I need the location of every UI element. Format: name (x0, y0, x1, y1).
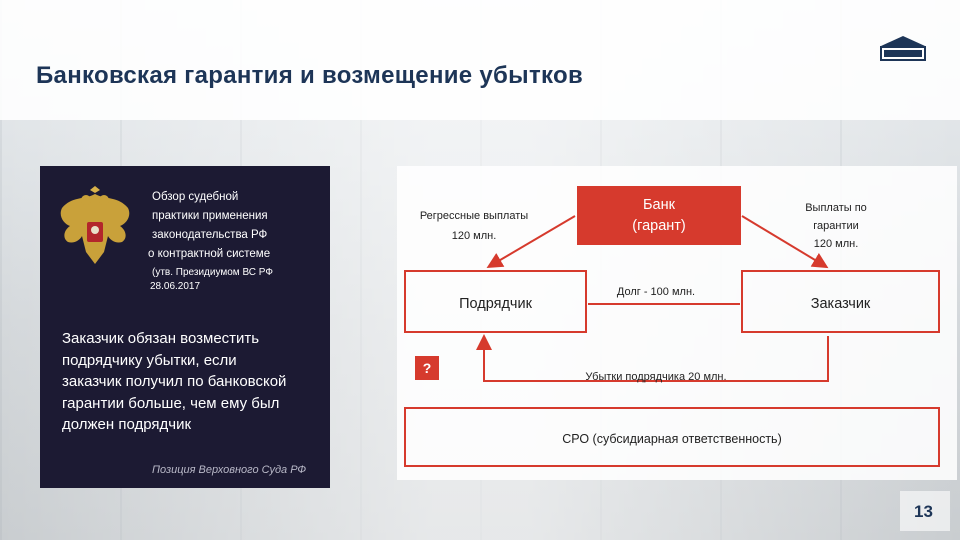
losses-arrow (476, 334, 829, 382)
contractor-label: Подрядчик (459, 296, 532, 312)
obligation-line: заказчик получил по банковской (62, 373, 287, 390)
page-number-bg (900, 491, 950, 531)
approval-line: (утв. Президиумом ВС РФ (152, 267, 273, 278)
payout-arrow (741, 215, 829, 269)
payouts-line: Выплаты по (805, 202, 867, 214)
regress-line: Регрессные выплаты (419, 210, 529, 222)
page-number: 13 (914, 502, 933, 521)
slide-title: Банковская гарантия и возмещение убытков (36, 62, 584, 89)
customer-obligation-text: Заказчик обязан возместить подрядчику уб… (62, 328, 286, 436)
regress-arrow (486, 215, 576, 269)
payouts-amount: 120 млн. (813, 238, 859, 250)
approval-note: (утв. Президиумом ВС РФ 28.06.2017 (150, 266, 273, 294)
supreme-court-panel: Обзор судебной практики применения закон… (40, 166, 330, 488)
court-review-title: Обзор судебной практики применения закон… (148, 188, 270, 264)
bank-label: Банк (643, 196, 675, 213)
guarantee-payouts-label: Выплаты по гарантии 120 млн. (786, 199, 886, 253)
guarantor-label: (гарант) (632, 217, 686, 234)
obligation-line: гарантии больше, чем ему был (62, 394, 280, 412)
review-line: практики применения (152, 210, 268, 222)
sro-label: СРО (субсидиарная ответственность) (562, 432, 782, 446)
russian-coat-of-arms-icon (60, 186, 130, 264)
obligation-line: подрядчику убытки, если (62, 351, 237, 369)
customer-label: Заказчик (810, 296, 871, 312)
nostroy-logo (880, 36, 926, 61)
header-bar (0, 0, 960, 120)
question-mark-badge: ? (415, 356, 439, 380)
obligation-line: должен подрядчик (62, 416, 192, 433)
supreme-court-position-caption: Позиция Верховного Суда РФ (152, 464, 307, 476)
regress-amount: 120 млн. (451, 230, 497, 242)
sro-box (404, 407, 940, 467)
contractor-losses-label: Убытки подрядчика 20 млн. (585, 371, 727, 383)
customer-box (741, 270, 940, 333)
debt-label: Долг - 100 млн. (616, 286, 696, 298)
regress-payments-label: Регрессные выплаты 120 млн. (410, 206, 538, 246)
approval-date: 28.06.2017 (150, 281, 201, 292)
bank-guarantor-box: Банк (гарант) (577, 186, 741, 245)
review-line: законодательства РФ (152, 229, 268, 241)
review-line: Обзор судебной (152, 191, 239, 203)
contractor-box (404, 270, 587, 333)
payouts-line: гарантии (813, 220, 859, 232)
review-line: о контрактной системе (148, 248, 271, 260)
obligation-line: Заказчик обязан возместить (62, 330, 260, 347)
